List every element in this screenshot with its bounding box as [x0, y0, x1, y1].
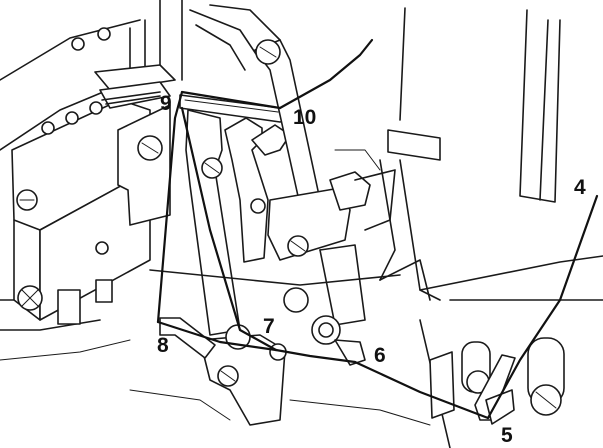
left-housing [0, 19, 151, 361]
label-10: 10 [293, 106, 316, 129]
label-9: 9 [160, 92, 172, 115]
thread-top [278, 38, 374, 110]
label-6: 6 [374, 344, 386, 367]
thread-path [156, 38, 599, 420]
thread-7-to-8 [156, 320, 278, 352]
right-housing [379, 7, 603, 448]
thread-6-to-7 [274, 348, 357, 364]
thread-9-to-looper [180, 106, 278, 352]
looper-arms [185, 39, 396, 336]
label-5: 5 [501, 424, 513, 447]
label-8: 8 [157, 334, 169, 357]
thread-to-10 [180, 90, 282, 110]
thread-8-to-9 [156, 90, 184, 324]
label-4: 4 [574, 176, 586, 199]
thread-5-to-6 [353, 360, 490, 420]
thread-4-to-5 [486, 194, 599, 420]
needle-area [94, 0, 296, 226]
label-7: 7 [263, 315, 275, 338]
